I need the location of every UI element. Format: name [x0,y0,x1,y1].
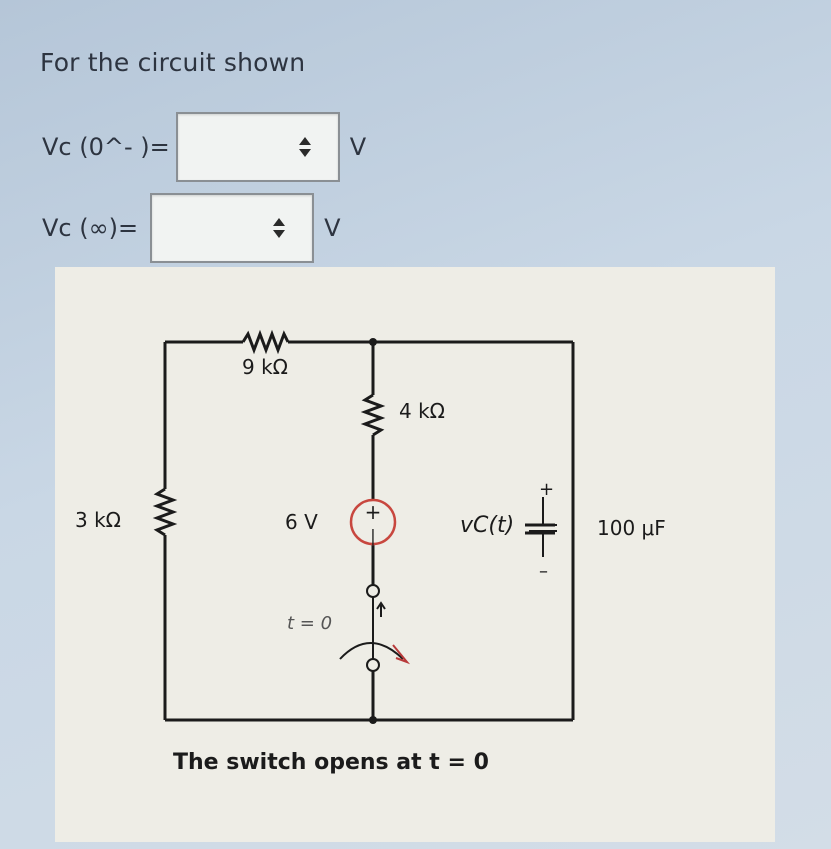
question-prompt: For the circuit shown [40,48,306,77]
switch-caption: The switch opens at t = 0 [173,750,489,775]
vc-initial-unit: V [349,133,367,161]
spinner-arrows-icon [273,218,286,238]
resistor-4k [360,393,386,437]
capacitor-icon [529,497,557,557]
junction-dot [369,716,377,724]
junction-dot [369,338,377,346]
resistor-3k [152,487,178,537]
r-mid-label: 4 kΩ [399,399,445,423]
capacitor-value-label: 100 μF [597,516,666,540]
r-top-label: 9 kΩ [242,355,288,379]
vc-initial-label: Vc (0^- )= [42,133,170,161]
answer-row-vc-final: Vc (∞)= V [42,193,341,263]
capacitor-voltage-label: vC(t) [460,513,514,538]
answer-row-vc-initial: Vc (0^- )= V [42,112,366,182]
circuit-figure: + | 9 kΩ 4 kΩ 3 kΩ 6 V t = 0 vC(t) + – 1… [55,267,775,842]
switch-time-label: t = 0 [287,613,332,634]
spinner-arrows-icon [298,137,311,157]
source-plus-sign: + [365,500,382,524]
voltage-source-icon [349,498,397,546]
r-left-label: 3 kΩ [75,508,121,532]
vc-final-select[interactable] [150,193,315,263]
vc-final-unit: V [324,214,341,242]
source-value-label: 6 V [285,510,318,534]
vc-initial-select[interactable] [175,112,340,182]
switch-icon [339,584,411,672]
circuit-diagram: + | 9 kΩ 4 kΩ 3 kΩ 6 V t = 0 vC(t) + – 1… [75,329,666,775]
resistor-9k [241,329,290,355]
capacitor-plus-sign: + [539,479,554,500]
vc-final-label: Vc (∞)= [42,214,139,242]
source-minus-sign: | [370,526,375,545]
capacitor-minus-sign: – [539,561,548,582]
